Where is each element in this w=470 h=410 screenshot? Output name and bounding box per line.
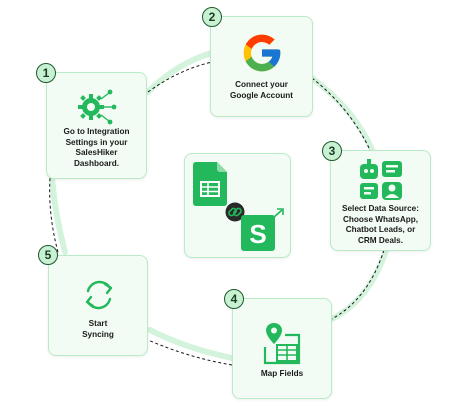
ring-segment-1-2: [145, 49, 218, 95]
step-label-1: Go to Integration Settings in your Sales…: [63, 127, 130, 168]
link-icon: [225, 202, 245, 222]
step-card-2: Connect your Google Account: [210, 16, 313, 117]
ring-segment-4-5: [147, 327, 235, 361]
step-card-4: Map Fields: [232, 298, 332, 399]
data-sources-icon: [360, 159, 402, 200]
step-badge-5: 5: [38, 245, 58, 265]
dashed-arc-4-5: [147, 339, 233, 366]
dashed-arc-3-4: [329, 249, 385, 321]
dashed-arc-1-2: [147, 61, 213, 93]
ring-segment-3-4: [327, 247, 389, 323]
step-card-5: Start Syncing: [48, 255, 148, 356]
ring-segment-5-1: [49, 175, 68, 255]
center-card: S: [184, 153, 291, 258]
dashed-arc-2-3: [311, 77, 371, 151]
step-label-4: Map Fields: [260, 369, 304, 378]
step-label-2: Connect your Google Account: [230, 80, 293, 100]
svg-text:S: S: [249, 219, 266, 249]
google-sheets-icon: [193, 162, 227, 206]
step-badge-1: 1: [36, 63, 56, 83]
ring-segment-2-3: [309, 75, 375, 153]
step-badge-2: 2: [202, 7, 222, 27]
step-badge-4: 4: [224, 289, 244, 309]
gear-network-icon: [78, 89, 117, 125]
step-card-1: Go to Integration Settings in your Sales…: [46, 72, 147, 179]
sync-icon: [85, 280, 113, 310]
saleshiker-logo-icon: S: [241, 208, 284, 251]
step-label-3: Select Data Source: Choose WhatsApp, Cha…: [342, 204, 419, 245]
step-card-3: Select Data Source: Choose WhatsApp, Cha…: [330, 150, 431, 251]
google-logo-icon: [243, 34, 281, 72]
dashed-arc-5-1: [49, 177, 59, 253]
step-label-5: Start Syncing: [82, 319, 114, 339]
step-badge-3: 3: [322, 141, 342, 161]
map-fields-icon: [263, 323, 301, 365]
